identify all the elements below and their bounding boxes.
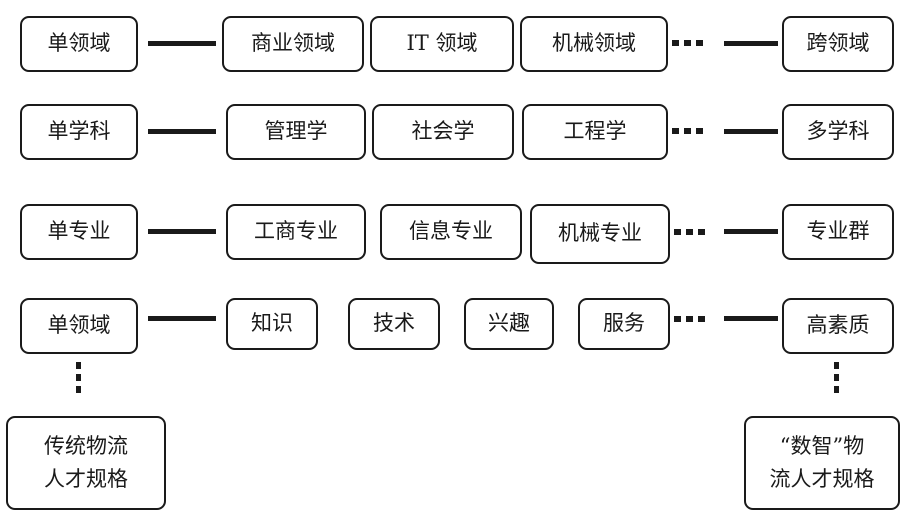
row1-item-1-box: 商业领域	[222, 16, 364, 72]
row4-ellipsis-dots	[674, 316, 705, 322]
row4-item-3-box: 兴趣	[464, 298, 554, 350]
row1-connector-line	[148, 41, 216, 46]
row2-ellipsis-dots	[672, 128, 703, 134]
left-vertical-dots	[76, 362, 81, 393]
traditional-logistics-talent-box: 传统物流 人才规格	[6, 416, 166, 510]
row3-item-3-label: 机械专业	[558, 221, 642, 246]
row1-end-line	[724, 41, 778, 46]
right-vertical-dots	[834, 362, 839, 393]
row2-start-label: 单学科	[47, 119, 111, 144]
row2-item-2-label: 社会学	[411, 119, 475, 144]
row4-end-box: 高素质	[782, 298, 894, 354]
row3-end-box: 专业群	[782, 204, 894, 260]
row3-item-3-box: 机械专业	[530, 204, 670, 264]
row1-item-1-label: 商业领域	[251, 31, 335, 56]
row3-connector-line	[148, 229, 216, 234]
row3-item-2-label: 信息专业	[409, 219, 493, 244]
traditional-logistics-talent-label: 传统物流 人才规格	[44, 434, 128, 491]
row4-item-4-box: 服务	[578, 298, 670, 350]
row3-item-1-label: 工商专业	[254, 219, 338, 244]
row4-item-3-label: 兴趣	[488, 311, 530, 336]
row4-start-label: 单领域	[47, 313, 111, 338]
row3-ellipsis-dots	[674, 229, 705, 235]
row1-ellipsis-dots	[672, 40, 703, 46]
row1-start-label: 单领域	[47, 31, 111, 56]
row1-item-2-label: IT 领域	[406, 31, 478, 56]
row4-end-line	[724, 316, 778, 321]
row1-item-3-box: 机械领域	[520, 16, 668, 72]
row4-end-label: 高素质	[806, 313, 870, 338]
row4-item-2-label: 技术	[373, 311, 415, 336]
row4-item-1-box: 知识	[226, 298, 318, 350]
row2-start-box: 单学科	[20, 104, 138, 160]
row2-item-3-label: 工程学	[563, 119, 627, 144]
row2-connector-line	[148, 129, 216, 134]
row4-connector-line	[148, 316, 216, 321]
row2-end-line	[724, 129, 778, 134]
row2-item-1-box: 管理学	[226, 104, 366, 160]
row2-item-3-box: 工程学	[522, 104, 668, 160]
row4-item-4-label: 服务	[603, 311, 645, 336]
row2-item-2-box: 社会学	[372, 104, 514, 160]
row1-item-3-label: 机械领域	[552, 31, 636, 56]
row4-item-1-label: 知识	[251, 311, 293, 336]
row3-end-line	[724, 229, 778, 234]
row3-item-1-box: 工商专业	[226, 204, 366, 260]
row4-start-box: 单领域	[20, 298, 138, 354]
row3-item-2-box: 信息专业	[380, 204, 522, 260]
row4-item-2-box: 技术	[348, 298, 440, 350]
row1-end-box: 跨领域	[782, 16, 894, 72]
row2-end-box: 多学科	[782, 104, 894, 160]
row1-end-label: 跨领域	[806, 31, 870, 56]
digital-smart-logistics-talent-box: “数智”物 流人才规格	[744, 416, 900, 510]
digital-smart-logistics-talent-label: “数智”物 流人才规格	[769, 434, 875, 491]
row1-start-box: 单领域	[20, 16, 138, 72]
row3-start-label: 单专业	[47, 219, 111, 244]
row2-item-1-label: 管理学	[264, 119, 328, 144]
row3-start-box: 单专业	[20, 204, 138, 260]
row1-item-2-box: IT 领域	[370, 16, 514, 72]
row2-end-label: 多学科	[806, 119, 870, 144]
row3-end-label: 专业群	[806, 219, 870, 244]
